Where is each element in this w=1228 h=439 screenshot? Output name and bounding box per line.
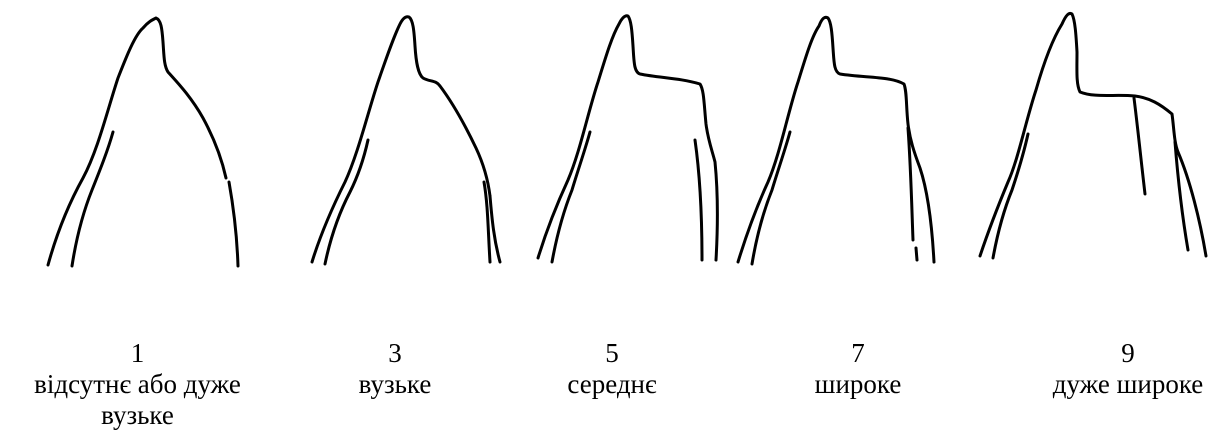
shape-5 bbox=[538, 16, 717, 262]
shape-drawings bbox=[0, 0, 1228, 300]
panel-number-7: 7 bbox=[778, 338, 938, 369]
shape-3 bbox=[312, 17, 500, 264]
panel-label-5: 5 середнє bbox=[532, 338, 692, 400]
shape-9 bbox=[980, 13, 1206, 258]
shape-9-inner-left bbox=[993, 134, 1028, 258]
panel-caption-7: широке bbox=[778, 369, 938, 400]
panel-number-5: 5 bbox=[532, 338, 692, 369]
panel-label-7: 7 широке bbox=[778, 338, 938, 400]
shape-7 bbox=[738, 17, 934, 264]
shape-5-inner-left bbox=[552, 132, 590, 262]
shape-1-inner-left bbox=[72, 132, 113, 266]
shape-3-inner-left bbox=[325, 140, 368, 264]
panel-caption-1: відсутнє або дуже вузьке bbox=[8, 369, 268, 431]
shape-3-outline bbox=[312, 17, 490, 262]
panel-label-3: 3 вузьке bbox=[320, 338, 470, 400]
shape-3-right-b bbox=[490, 196, 500, 262]
shape-7-inner-left bbox=[752, 132, 790, 264]
shape-7-outline bbox=[738, 17, 934, 262]
panel-caption-9: дуже широке bbox=[1028, 369, 1228, 400]
shape-9-drop-line bbox=[1134, 98, 1145, 194]
shape-5-outline bbox=[538, 16, 717, 260]
shape-1 bbox=[48, 18, 238, 266]
panel-label-1: 1 відсутнє або дуже вузьке bbox=[0, 338, 275, 431]
panel-number-3: 3 bbox=[320, 338, 470, 369]
shape-9-outline bbox=[980, 13, 1206, 256]
shape-1-outline bbox=[48, 18, 226, 265]
panel-number-1: 1 bbox=[0, 338, 275, 369]
shape-1-right-tail bbox=[229, 182, 238, 266]
shape-5-inner-right bbox=[695, 140, 702, 260]
panel-caption-5: середнє bbox=[532, 369, 692, 400]
panel-label-9: 9 дуже широке bbox=[1028, 338, 1228, 400]
shape-7-tail-mark bbox=[916, 248, 917, 260]
panel-number-9: 9 bbox=[1028, 338, 1228, 369]
panel-caption-3: вузьке bbox=[320, 369, 470, 400]
